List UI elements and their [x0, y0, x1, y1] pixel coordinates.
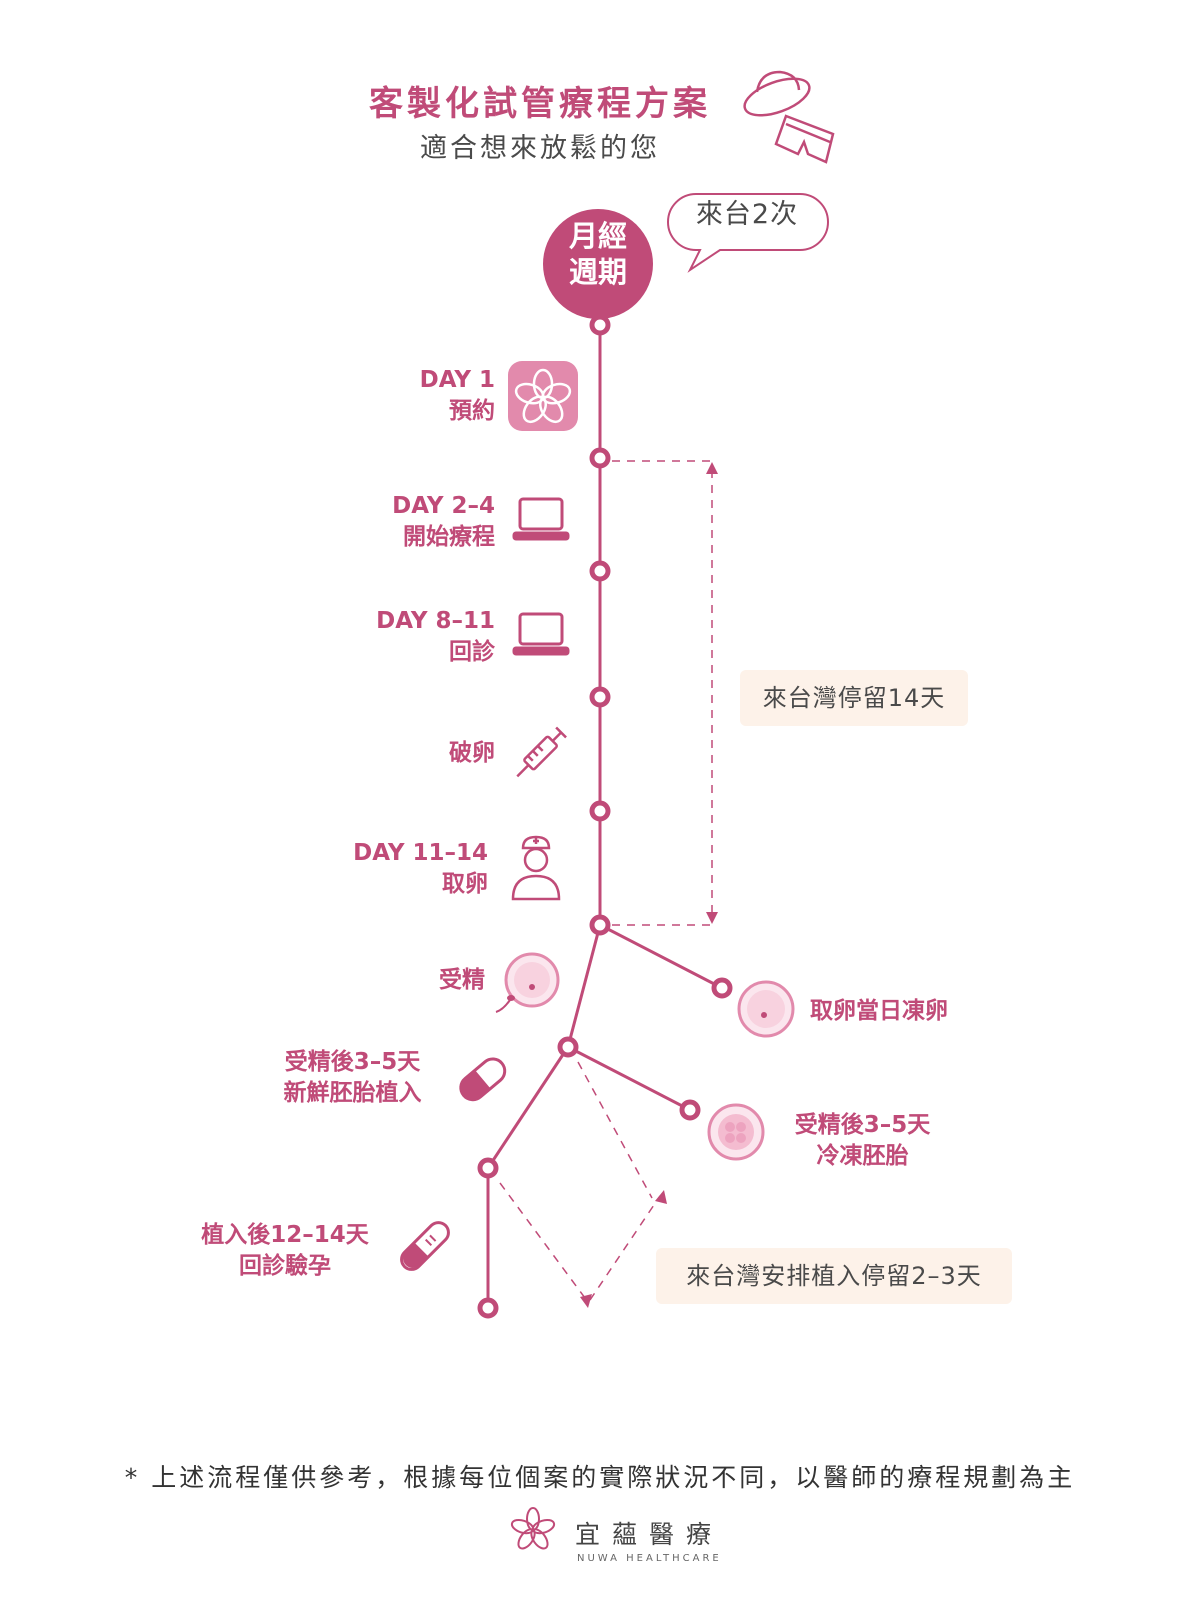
stay-bracket	[612, 460, 713, 926]
fresh-line2: 新鮮胚胎植入	[283, 1080, 422, 1106]
capsule-icon	[459, 1057, 507, 1102]
step-day: DAY 11–14	[353, 840, 488, 866]
step-day8-11: DAY 8–11 回診	[330, 606, 495, 668]
step-day: DAY 1	[419, 367, 495, 393]
cycle-label: 月經 週期	[543, 218, 653, 290]
page-subtitle: 適合想來放鬆的您	[420, 133, 660, 164]
step-day2-4: DAY 2–4 開始療程	[330, 491, 495, 553]
branch-to-fresh	[566, 924, 602, 1048]
step-action: 開始療程	[403, 524, 495, 550]
freeze-eggs-label: 取卵當日凍卵	[810, 998, 948, 1024]
branch-to-frozen	[567, 1045, 691, 1112]
cycle-line1: 月經	[568, 219, 627, 253]
cycle-line2: 週期	[568, 255, 627, 289]
step-ovulation: 破卵	[330, 738, 495, 769]
disclaimer: * 上述流程僅供參考，根據每位個案的實際狀況不同，以醫師的療程規劃為主	[60, 1458, 1140, 1494]
frozen-line1: 受精後3–5天	[794, 1112, 931, 1138]
frozen-embryo-label: 受精後3–5天 冷凍胚胎	[775, 1110, 950, 1172]
hat-icon	[743, 70, 811, 117]
star-icon: *	[124, 1463, 141, 1492]
cycle-circle	[543, 209, 653, 319]
laptop-icon	[512, 497, 570, 541]
branch-to-freeze	[599, 923, 723, 990]
speech-bubble	[667, 193, 829, 273]
brand-name-en: NUWA HEALTHCARE	[577, 1553, 722, 1564]
step-action: 預約	[449, 398, 495, 424]
disclaimer-text: 上述流程僅供參考，根據每位個案的實際狀況不同，以醫師的療程規劃為主	[151, 1463, 1076, 1492]
pregnancy-test-icon	[400, 1221, 450, 1271]
test-line1: 植入後12–14天	[201, 1222, 369, 1248]
timeline-lines	[486, 325, 723, 1308]
branch-to-test	[486, 1046, 570, 1169]
step-action: 破卵	[449, 740, 495, 766]
fresh-transfer-label: 受精後3–5天 新鮮胚胎植入	[265, 1047, 440, 1109]
test-line2: 回診驗孕	[239, 1253, 331, 1279]
frozen-egg-icon	[737, 980, 795, 1038]
fertilization-label: 受精	[439, 967, 485, 993]
step-action: 取卵	[442, 871, 488, 897]
stay-2-3-days-note: 來台灣安排植入停留2–3天	[656, 1248, 1012, 1304]
flower-app-icon	[508, 361, 578, 431]
step-day: DAY 8–11	[376, 608, 495, 634]
arrow-down	[706, 912, 718, 924]
syringe-icon	[516, 726, 567, 778]
embryo-icon	[707, 1103, 765, 1161]
egg-sperm-icon	[495, 952, 560, 1013]
laptop-icon	[512, 612, 570, 656]
shorts-icon	[774, 114, 835, 164]
fresh-line1: 受精後3–5天	[284, 1049, 421, 1075]
step-day11-14: DAY 11–14 取卵	[320, 838, 488, 900]
arrow-v-bottom	[580, 1294, 592, 1308]
frozen-line2: 冷凍胚胎	[816, 1143, 909, 1169]
arrow-up	[706, 462, 718, 474]
stay-14-days-note: 來台灣停留14天	[740, 670, 968, 726]
nurse-icon	[511, 835, 561, 901]
arrow-v-top	[655, 1190, 667, 1204]
visits-bubble-text: 來台2次	[695, 199, 799, 230]
brand-name: 宜蘊醫療	[575, 1520, 724, 1549]
implant-dashed-arrows	[499, 1061, 661, 1301]
pregnancy-test-label: 植入後12–14天 回診驗孕	[190, 1220, 380, 1282]
brand-logo-icon	[510, 1507, 556, 1550]
step-day: DAY 2–4	[392, 493, 495, 519]
timeline-nodes	[477, 314, 733, 1319]
step-day1: DAY 1 預約	[340, 365, 495, 427]
step-action: 回診	[449, 639, 495, 665]
page-title: 客製化試管療程方案	[369, 84, 711, 124]
